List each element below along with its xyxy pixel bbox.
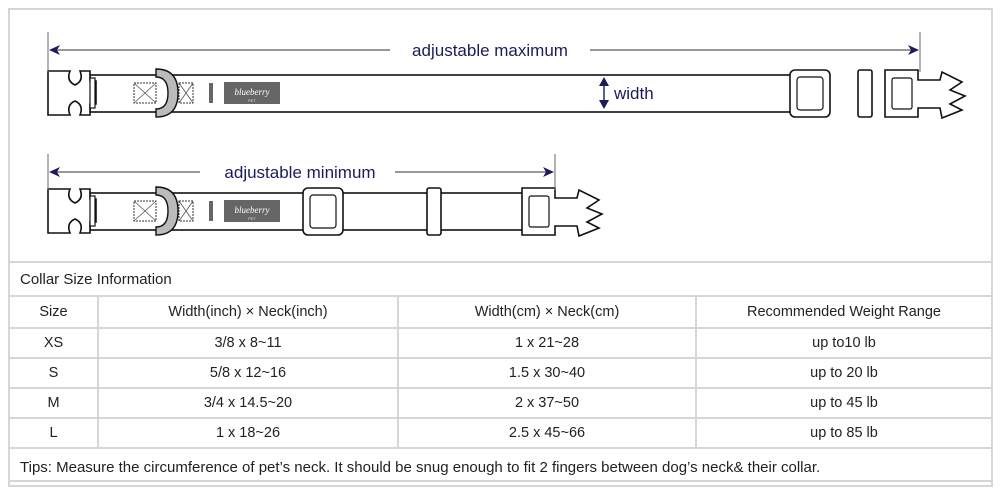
size-table: Collar Size Information Size Width(inch)… [8,261,993,487]
width-label: width [613,84,654,103]
header-size: Size [8,295,99,329]
cell: 3/4 x 14.5~20 [97,387,399,419]
cell: L [8,417,99,449]
header-weight: Recommended Weight Range [695,295,993,329]
adjustable-maximum-label: adjustable maximum [412,41,568,60]
min-dimension-arrow: adjustable minimum [47,154,556,190]
collar-diagram: blueberry PET adjustable maximum width [47,32,967,238]
cell: S [8,357,99,389]
cell: up to 85 lb [695,417,993,449]
table-title: Collar Size Information [8,261,993,297]
collar-max [47,68,967,120]
width-dimension-arrow: width [599,77,654,109]
cell: 3/8 x 8~11 [97,327,399,359]
cell: up to 45 lb [695,387,993,419]
adjustable-minimum-label: adjustable minimum [224,163,375,182]
tips-text: Tips: Measure the circumference of pet’s… [8,447,993,487]
cell: up to10 lb [695,327,993,359]
cell: 1 x 18~26 [97,417,399,449]
header-cm: Width(cm) × Neck(cm) [397,295,697,329]
cell: 5/8 x 12~16 [97,357,399,389]
cell: M [8,387,99,419]
collar-min [47,186,604,238]
cell: 1 x 21~28 [397,327,697,359]
cell: XS [8,327,99,359]
cell: 1.5 x 30~40 [397,357,697,389]
header-inch: Width(inch) × Neck(inch) [97,295,399,329]
cell: 2 x 37~50 [397,387,697,419]
table-header: Size Width(inch) × Neck(inch) Width(cm) … [8,295,993,329]
cell: 2.5 x 45~66 [397,417,697,449]
max-dimension-arrow: adjustable maximum [47,32,921,72]
cell: up to 20 lb [695,357,993,389]
